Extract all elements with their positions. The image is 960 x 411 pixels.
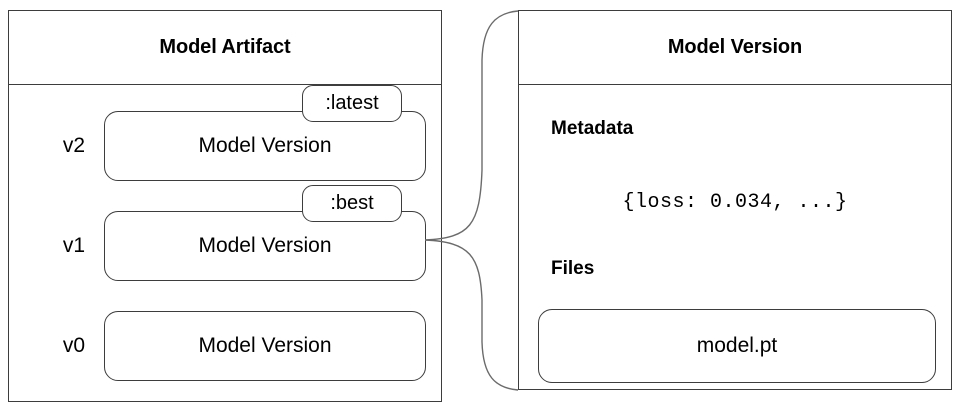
model-version-panel: Model Version Metadata {loss: 0.034, ...… — [518, 10, 952, 390]
version-box-label-v1: Model Version — [198, 234, 332, 257]
version-box-label-v0: Model Version — [198, 334, 332, 357]
tag-pill-best[interactable]: :best — [302, 185, 402, 222]
version-label-v1: v1 — [62, 234, 86, 257]
model-artifact-title: Model Artifact — [159, 36, 291, 58]
model-artifact-header: Model Artifact — [9, 11, 441, 85]
tag-pill-best-label: :best — [330, 192, 374, 214]
tag-pill-latest[interactable]: :latest — [302, 85, 402, 122]
version-row-v2: v2 Model Version — [9, 111, 441, 181]
version-label-v2: v2 — [62, 134, 86, 157]
version-row-v1: v1 Model Version — [9, 211, 441, 281]
metadata-value: {loss: 0.034, ...} — [622, 191, 848, 214]
version-row-v0: v0 Model Version — [9, 311, 441, 381]
model-version-title: Model Version — [667, 36, 803, 58]
version-box-label-v2: Model Version — [198, 134, 332, 157]
version-box-v2[interactable]: Model Version — [104, 111, 426, 181]
metadata-heading: Metadata — [551, 118, 634, 139]
file-box-model-pt[interactable]: model.pt — [538, 309, 936, 383]
version-box-v0[interactable]: Model Version — [104, 311, 426, 381]
version-label-v0: v0 — [62, 334, 86, 357]
file-name-label: model.pt — [696, 334, 778, 357]
model-version-header: Model Version — [519, 11, 951, 85]
tag-pill-latest-label: :latest — [325, 92, 379, 114]
files-heading: Files — [551, 258, 595, 279]
version-box-v1[interactable]: Model Version — [104, 211, 426, 281]
